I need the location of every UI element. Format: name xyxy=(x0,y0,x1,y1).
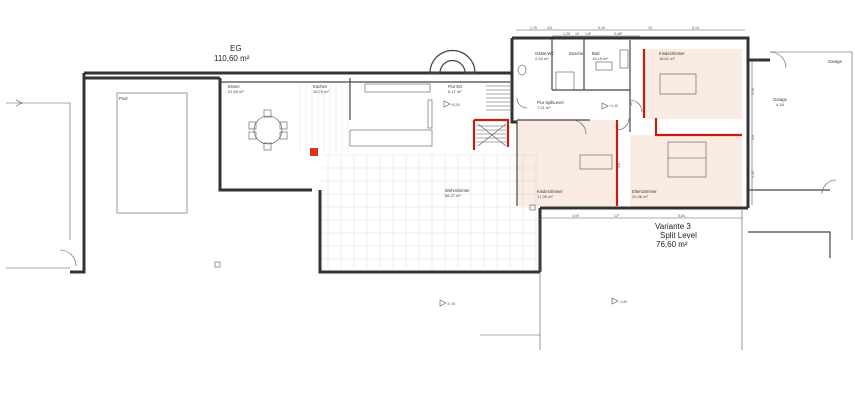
floor-name: EG xyxy=(230,44,242,53)
room-elternzimmer-area: 20,36 m² xyxy=(632,194,648,199)
garage-outline xyxy=(748,51,853,258)
dim-top-5: 1,8¹ xyxy=(585,32,592,36)
room-garage-2-area: 4,18 xyxy=(776,102,785,107)
dim-top-9: 3,48⁵ xyxy=(614,32,623,36)
dim-top-3: 1,25 xyxy=(563,32,570,36)
dim-top-6: 6,19 xyxy=(598,26,605,30)
tile-grid xyxy=(299,85,538,268)
room-kuechen-name: Küchen xyxy=(313,84,328,89)
room-gaeste-wc-area: 2,44 m² xyxy=(535,56,549,61)
floor-area: 110,60 m² xyxy=(214,54,250,63)
dimension-lines xyxy=(516,29,753,219)
split-level-fill xyxy=(517,49,742,208)
door-swings xyxy=(516,97,643,135)
beds xyxy=(579,73,707,178)
dim-top-4: 10 xyxy=(575,32,579,36)
room-flur-eg-area: 6,17 m² xyxy=(448,89,462,94)
dim-side-2: 4,8 xyxy=(751,135,755,140)
dim-side-4: 10 xyxy=(629,102,633,106)
dim-side-5: 3,6 xyxy=(617,163,621,168)
dim-side-1: 4,10 xyxy=(751,88,755,95)
dim-top-1: 1,76 xyxy=(530,26,537,30)
room-wohnzimmer-area: 56,37 m² xyxy=(445,193,461,198)
dim-top-7: 10 xyxy=(648,26,652,30)
terrace-outline xyxy=(6,92,743,350)
dim-bottom-1: 4,09 xyxy=(572,214,579,218)
room-bad-name: Bad xyxy=(592,51,600,56)
room-flur-eg-name: Flur EG xyxy=(448,84,462,89)
room-essen-name: Essen xyxy=(228,84,240,89)
variant-area: 76,60 m² xyxy=(656,240,688,249)
room-kuechen-area: 15,79 m² xyxy=(313,89,329,94)
room-elternzimmer-name: Elternzimmer xyxy=(632,189,657,194)
room-flur-splitlevel-area: 7,21 m² xyxy=(537,105,551,110)
level-eg: ±0,00 xyxy=(451,103,460,107)
room-dusche-name: Dusche xyxy=(569,51,584,56)
room-gaeste-wc-name: Gäste WC xyxy=(535,51,554,56)
ground-floor-walls xyxy=(70,36,750,274)
room-pool-name: Pool xyxy=(119,96,127,101)
dim-side-3: 4,15 xyxy=(751,171,755,178)
dim-top-8: 6,14 xyxy=(692,26,699,30)
dining-table xyxy=(248,109,288,151)
dim-bottom-3: 5,84 xyxy=(678,214,685,218)
room-essen-area: 21,89 m² xyxy=(228,89,244,94)
level-markers xyxy=(15,99,619,307)
room-wohnzimmer-name: Wohnzimmer xyxy=(445,188,470,193)
stairs xyxy=(476,81,512,147)
entry-canopy xyxy=(429,49,476,74)
variant-title: Variante 3 xyxy=(655,222,691,231)
sanitary xyxy=(517,49,629,91)
dim-bottom-2: 12¹ xyxy=(614,214,620,218)
room-garage-1-name: Garage xyxy=(828,59,843,64)
red-walls xyxy=(472,49,742,206)
room-kinderzimmer-1-area: 18,01 m² xyxy=(659,56,675,61)
room-flur-splitlevel-name: Flur SplitLevel xyxy=(537,100,564,105)
kitchen-counters xyxy=(349,83,433,147)
red-column xyxy=(310,148,318,156)
variant-subtitle: Split Level xyxy=(660,231,697,240)
room-kinderzimmer-1-name: Kinderzimmer xyxy=(659,51,685,56)
level-outside-1: -0,15 xyxy=(447,302,455,306)
room-bad-area: 10,19 m² xyxy=(592,56,608,61)
room-kinderzimmer-2-area: 17,35 m² xyxy=(537,194,553,199)
room-garage-2-name: Garage xyxy=(773,97,788,102)
dim-top-2: 111 xyxy=(547,26,552,30)
room-kinderzimmer-2-name: Kinderzimmer xyxy=(537,189,563,194)
level-split: +1,10 xyxy=(609,104,618,108)
level-outside-2: -1,80 xyxy=(619,300,627,304)
